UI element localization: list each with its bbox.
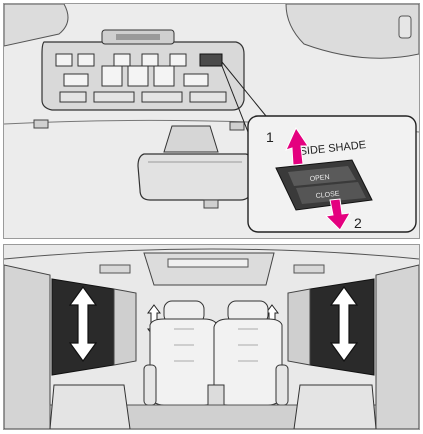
roof-vent xyxy=(294,265,324,273)
console-button xyxy=(56,54,72,66)
right-pillar-b xyxy=(288,289,310,365)
console-button xyxy=(102,66,122,86)
left-pillar xyxy=(4,265,50,429)
console-button xyxy=(94,92,134,102)
roof-vent xyxy=(100,265,130,273)
console-button xyxy=(60,92,86,102)
console-button xyxy=(78,54,94,66)
headliner-clip xyxy=(34,120,48,128)
mirror-mount xyxy=(164,126,218,152)
console-button xyxy=(142,92,182,102)
console-button xyxy=(154,66,174,86)
console-button xyxy=(114,54,130,66)
console-button xyxy=(142,54,158,66)
roof-console xyxy=(144,253,274,285)
right-pillar xyxy=(376,265,419,429)
step-1-number: 1 xyxy=(266,129,274,145)
rear-cabin-drawing xyxy=(4,245,419,429)
overhead-console-illustration: SIDE SHADE OPEN CLOSE 1 2 xyxy=(3,3,420,239)
headliner-clip xyxy=(230,122,244,130)
rear-cabin-illustration xyxy=(3,244,420,430)
step-2-number: 2 xyxy=(354,215,362,231)
mirror-stem xyxy=(204,200,218,208)
console-button xyxy=(190,92,226,102)
roof-light xyxy=(168,259,248,267)
rear-view-mirror xyxy=(138,154,254,200)
map-light-bulb xyxy=(116,34,160,40)
console-button xyxy=(64,74,88,86)
left-pillar-b xyxy=(114,289,136,365)
visor-clip xyxy=(399,16,411,38)
overhead-console-drawing: SIDE SHADE OPEN CLOSE 1 2 xyxy=(4,4,419,238)
side-shade-switch xyxy=(200,54,222,66)
console-button xyxy=(128,66,148,86)
console-button xyxy=(170,54,186,66)
right-rear-seat xyxy=(294,385,376,429)
left-rear-seat xyxy=(50,385,130,429)
console-button xyxy=(184,74,208,86)
